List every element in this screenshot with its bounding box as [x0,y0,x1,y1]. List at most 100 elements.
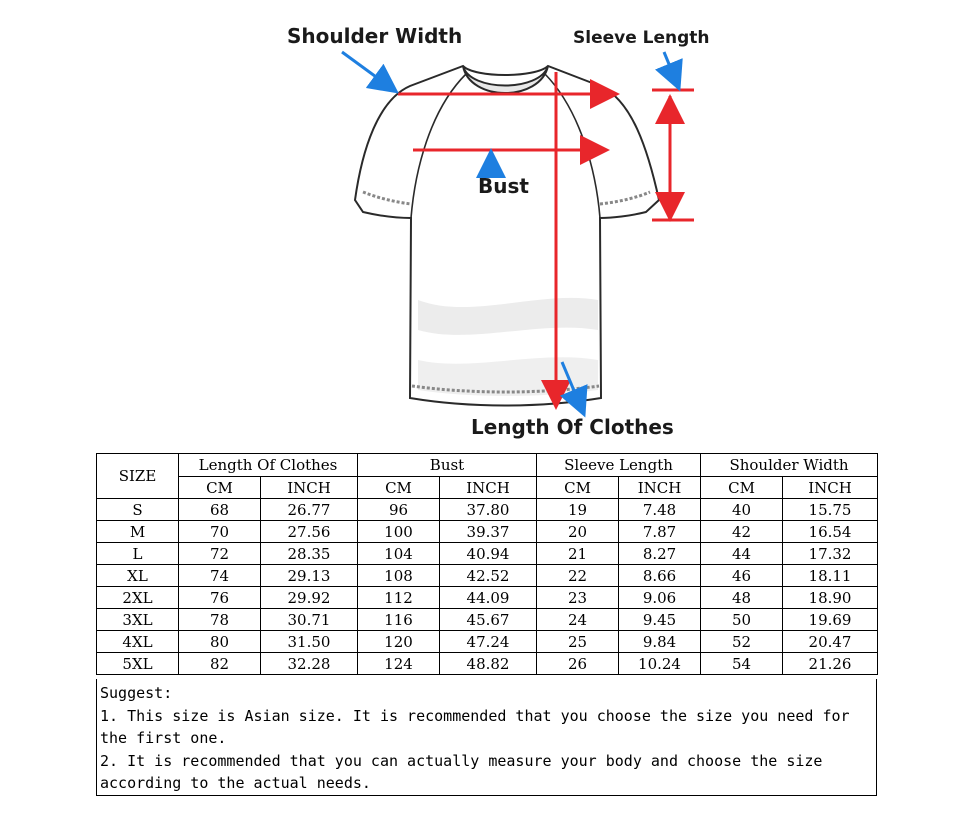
table-cell: 74 [178,564,261,587]
table-cell: 10.24 [618,652,702,675]
table-cell: 96 [357,498,440,521]
table-cell: 40.94 [438,542,538,565]
table-cell: 19.69 [782,608,879,631]
tshirt-diagram: Shoulder Width Sleeve Length Bust Length… [287,24,710,439]
table-cell: 21 [536,542,620,565]
table-cell: 124 [357,652,440,675]
table-cell: 50 [700,608,784,631]
table-cell: 16.54 [782,520,879,543]
table-cell: 80 [178,630,261,653]
table-cell: 9.06 [618,586,702,609]
table-cell: 25 [536,630,620,653]
table-cell: 40 [700,498,784,521]
unit-header: CM [700,476,784,499]
table-row: S 68 26.77 96 37.80 19 7.48 40 15.75 [96,498,879,521]
table-cell: 26.77 [260,498,358,521]
table-cell: 72 [178,542,261,565]
table-cell: 15.75 [782,498,879,521]
table-cell: 18.11 [782,564,879,587]
suggest-line-1: 1. This size is Asian size. It is recomm… [100,706,850,748]
table-cell: 23 [536,586,620,609]
unit-header: CM [178,476,261,499]
table-cell: 46 [700,564,784,587]
table-cell: 31.50 [260,630,358,653]
unit-header: INCH [782,476,879,499]
table-row: 4XL 80 31.50 120 47.24 25 9.84 52 20.47 [96,630,879,653]
table-cell: 120 [357,630,440,653]
length-of-clothes-label: Length Of Clothes [471,415,674,439]
table-cell: 100 [357,520,440,543]
table-cell: 48 [700,586,784,609]
table-cell: 21.26 [782,652,879,675]
table-cell: 8.27 [618,542,702,565]
size-cell: L [96,542,179,565]
table-cell: 22 [536,564,620,587]
sleeve-pointer [654,51,683,92]
size-cell: 2XL [96,586,179,609]
group-header-length: Length Of Clothes [178,453,358,477]
table-cell: 27.56 [260,520,358,543]
table-cell: 20 [536,520,620,543]
unit-header: INCH [438,476,538,499]
length-pointer [559,361,588,418]
table-cell: 19 [536,498,620,521]
table-cell: 29.13 [260,564,358,587]
table-cell: 42 [700,520,784,543]
table-row: 5XL 82 32.28 124 48.82 26 10.24 54 21.26 [96,652,879,675]
table-cell: 44 [700,542,784,565]
unit-header: CM [357,476,440,499]
tshirt-illustration [341,50,694,418]
table-cell: 26 [536,652,620,675]
table-cell: 28.35 [260,542,358,565]
table-cell: 17.32 [782,542,879,565]
unit-header: CM [536,476,620,499]
size-cell: XL [96,564,179,587]
table-cell: 104 [357,542,440,565]
table-cell: 76 [178,586,261,609]
table-cell: 70 [178,520,261,543]
table-cell: 48.82 [438,652,538,675]
table-cell: 8.66 [618,564,702,587]
table-cell: 7.48 [618,498,702,521]
table-cell: 29.92 [260,586,358,609]
group-header-shoulder: Shoulder Width [700,453,879,477]
table-cell: 9.45 [618,608,702,631]
table-cell: 37.80 [438,498,538,521]
table-cell: 112 [357,586,440,609]
table-cell: 42.52 [438,564,538,587]
size-cell: 3XL [96,608,179,631]
unit-header: INCH [260,476,358,499]
size-header: SIZE [96,453,179,499]
table-cell: 52 [700,630,784,653]
table-cell: 82 [178,652,261,675]
suggest-line-2: 2. It is recommended that you can actual… [100,751,823,793]
shirt-outline [353,64,661,407]
table-cell: 116 [357,608,440,631]
table-cell: 7.87 [618,520,702,543]
collar [462,65,549,94]
table-row: 3XL 78 30.71 116 45.67 24 9.45 50 19.69 [96,608,879,631]
table-cell: 24 [536,608,620,631]
table-cell: 44.09 [438,586,538,609]
table-row: L 72 28.35 104 40.94 21 8.27 44 17.32 [96,542,879,565]
table-cell: 68 [178,498,261,521]
table-row: M 70 27.56 100 39.37 20 7.87 42 16.54 [96,520,879,543]
suggestion-box: Suggest: 1. This size is Asian size. It … [96,679,877,796]
table-cell: 47.24 [438,630,538,653]
table-cell: 45.67 [438,608,538,631]
shoulder-width-label: Shoulder Width [287,24,463,48]
table-cell: 32.28 [260,652,358,675]
table-cell: 9.84 [618,630,702,653]
group-header-bust: Bust [356,453,538,477]
table-row: 2XL 76 29.92 112 44.09 23 9.06 48 18.90 [96,586,879,609]
size-cell: 4XL [96,630,179,653]
shoulder-pointer [341,50,399,94]
table-cell: 30.71 [260,608,358,631]
size-cell: M [96,520,179,543]
table-cell: 39.37 [438,520,538,543]
table-cell: 54 [700,652,784,675]
table-cell: 18.90 [782,586,879,609]
size-cell: S [96,498,179,521]
size-cell: 5XL [96,652,179,675]
suggest-title: Suggest: [100,684,173,702]
